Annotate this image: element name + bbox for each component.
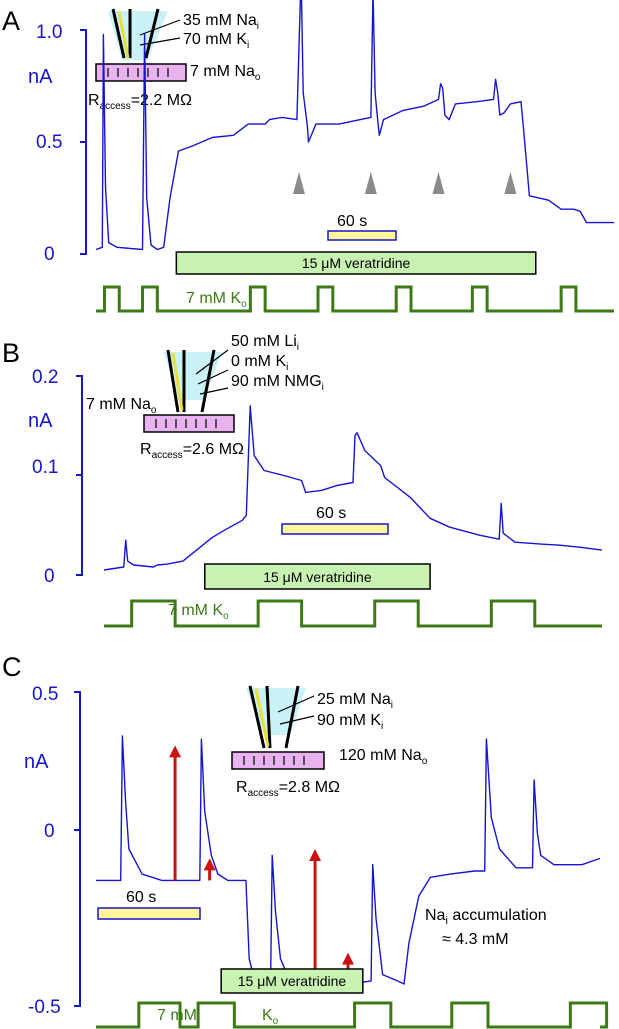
ko-label: 7 mM [157,1007,197,1024]
y-tick-label: 0.1 [32,457,58,478]
current-trace-line [96,735,601,985]
y-axis-label: nA [24,751,49,773]
y-axis-b [76,375,83,576]
ko-step-trace [96,285,614,313]
drug-application-label: 15 μM veratridine [302,255,411,271]
ko-protocol-b [104,599,602,628]
drug-application-bar [175,251,537,275]
current-trace-c [96,735,601,985]
arrowhead-marker [292,172,305,194]
arrowhead-marker [504,172,517,194]
time-scale-label: 60 s [316,505,346,522]
current-trace-a [95,0,614,251]
current-trace-line [103,405,603,571]
bath-solution-label: 7 mM Nao [86,396,157,416]
ko-protocol-c [96,1001,609,1029]
na-arrow-head [203,858,216,871]
pipette-solution-label: 90 mM Ki [317,712,383,732]
bath-solution-label: 7 mM Nao [190,63,261,83]
arrowhead-marker [432,172,445,194]
y-tick-label: 0 [44,566,55,587]
panel-letter-b: B [2,338,20,368]
time-scale-label: 60 s [337,213,367,230]
pipette-solution-label: 70 mM Ki [183,31,249,51]
pipette-schematic-a [95,8,187,82]
na-arrow-head [342,952,354,965]
ko-protocol-a [96,285,614,313]
time-scale-label: 60 s [126,889,156,906]
time-scale-bar [97,907,201,920]
y-tick-label: 0 [44,821,55,842]
y-axis-c [74,691,81,1007]
drug-application-label: 15 μM veratridine [238,973,347,989]
pipette-solution-label: 35 mM Nai [183,12,259,32]
access-resistance-label: Raccess=2.6 MΩ [140,441,244,461]
y-tick-label: 1.0 [36,22,62,43]
bath-solution-label: 120 mM Nao [339,747,428,767]
na-accumulation-annotation: Nai accumulation [425,907,547,927]
y-axis-label: nA [28,410,53,432]
pipette-schematic-b [143,349,235,433]
panel-letter-a: A [2,6,20,36]
ko-label: 7 mM Ko [168,602,229,622]
current-trace-b [103,405,603,571]
y-tick-label: 0.5 [36,132,62,153]
pipette-solution-label: 90 mM NMGi [231,373,324,393]
ko-label: Ko [262,1007,279,1027]
drug-application-bar [220,968,364,994]
panel-b: B 0.2 0.1 0 nA 50 mM Lii 0 mM Ki 90 mM N… [2,333,603,628]
time-scale-bar [281,523,389,535]
drug-application-bar [204,563,431,590]
y-tick-label: 0 [44,244,55,265]
panel-letter-c: C [2,652,22,682]
ko-step-trace [96,1001,609,1029]
ko-step-trace [104,599,602,628]
ko-label: 7 mM Ko [186,290,247,310]
y-axis-label: nA [28,66,53,88]
current-trace-line [95,0,614,251]
arrowhead-marker [364,172,377,194]
y-axis-a [80,29,87,255]
panel-c: C 0.5 0 -0.5 nA 25 mM Nai 90 mM Ki 120 m… [2,652,609,1029]
pipette-schematic-c [231,685,325,770]
pipette-solution-label: 50 mM Lii [231,333,299,353]
pipette-solution-label: 0 mM Ki [231,353,288,373]
access-resistance-label: Raccess=2.8 MΩ [236,779,340,799]
y-tick-label: 0.5 [32,684,58,705]
pipette-solution-label: 25 mM Nai [317,691,393,711]
na-accumulation-value: ≈ 4.3 mM [442,931,509,948]
na-arrow-head [169,745,182,758]
panel-a: A 1.0 0.5 0 nA 35 mM Nai 70 mM Ki 7 mM N… [2,0,614,313]
na-arrow-head [309,849,322,861]
y-tick-label: -0.5 [28,997,61,1018]
time-scale-bar [327,230,397,241]
y-tick-label: 0.2 [32,367,58,388]
drug-application-label: 15 μM veratridine [263,569,372,585]
